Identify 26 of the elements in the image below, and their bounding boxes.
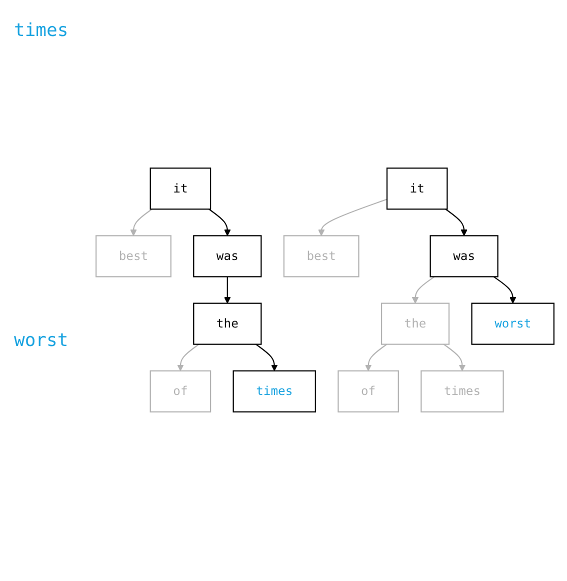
node-box: the (380, 302, 450, 345)
arrow (445, 208, 468, 236)
arrow (208, 208, 231, 236)
node-box: of (338, 370, 399, 412)
node-box: of (150, 370, 212, 412)
arrow (443, 344, 466, 372)
node-box: times (420, 370, 504, 412)
arrow (224, 276, 231, 304)
node-box: best (96, 235, 172, 278)
node-box: was (193, 235, 262, 278)
arrow (412, 276, 435, 304)
node-box: the (193, 302, 262, 345)
node-box: was (430, 235, 498, 278)
node-box: it (150, 168, 212, 210)
arrow (364, 344, 388, 372)
search-key-label: times (14, 20, 68, 41)
arrow (318, 198, 388, 236)
node-box: it (386, 168, 448, 210)
node-box: times (232, 370, 316, 412)
search-key-label: worst (14, 330, 68, 351)
node-box: best (283, 235, 360, 278)
arrow (256, 344, 278, 372)
node-box: worst (471, 302, 554, 345)
arrow (493, 276, 516, 304)
arrow (177, 344, 200, 372)
arrow (130, 208, 152, 236)
